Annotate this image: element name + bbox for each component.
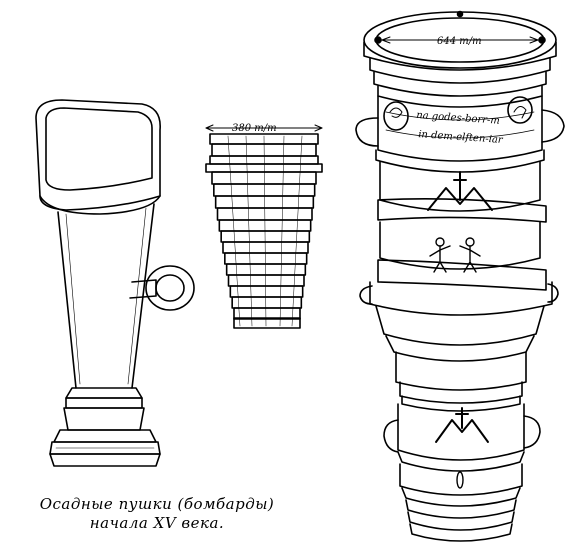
- left-emblem: [383, 101, 409, 131]
- middle-rib: [225, 263, 307, 276]
- middle-rib: [218, 219, 312, 232]
- touch-hole: [456, 471, 464, 489]
- middle-rib: [222, 241, 309, 254]
- middle-rib: [213, 183, 316, 197]
- middle-rib: [227, 274, 305, 287]
- maker-mark-2: [435, 419, 489, 443]
- right-bombard: 644 m/m na godes-borr-m in dem-elften-ia…: [355, 10, 565, 542]
- middle-ribs: [211, 171, 317, 320]
- middle-rib: [229, 285, 304, 298]
- left-chamber-rim: [45, 107, 153, 191]
- middle-rib: [211, 171, 317, 185]
- middle-rib: [224, 252, 308, 265]
- left-trunnion-ring: [145, 265, 195, 311]
- right-emblem: [507, 96, 533, 124]
- middle-rib: [216, 207, 313, 221]
- figure-caption: Осадные пушки (бомбарды) начала XV века.: [22, 495, 292, 533]
- caption-line-2: начала XV века.: [89, 514, 225, 532]
- large-dimension-label: 644 m/m: [437, 36, 482, 47]
- caption-line-1: Осадные пушки (бомбарды): [39, 495, 275, 513]
- figures-engraving: [429, 237, 481, 273]
- middle-rib: [214, 195, 315, 209]
- small-dimension-label: 380 m/m: [232, 123, 277, 134]
- middle-rib: [220, 230, 311, 243]
- left-bombard: [35, 99, 195, 467]
- inscription-line1: na godes-borr-m: [416, 110, 500, 127]
- left-chamber-body: [35, 99, 161, 211]
- maker-mark-1: [427, 187, 493, 211]
- middle-chamber: 380 m/m: [205, 123, 323, 329]
- inscription-band: [377, 95, 543, 162]
- middle-rib: [231, 296, 303, 309]
- inscription-line2: in dem-elften-iar: [418, 129, 504, 146]
